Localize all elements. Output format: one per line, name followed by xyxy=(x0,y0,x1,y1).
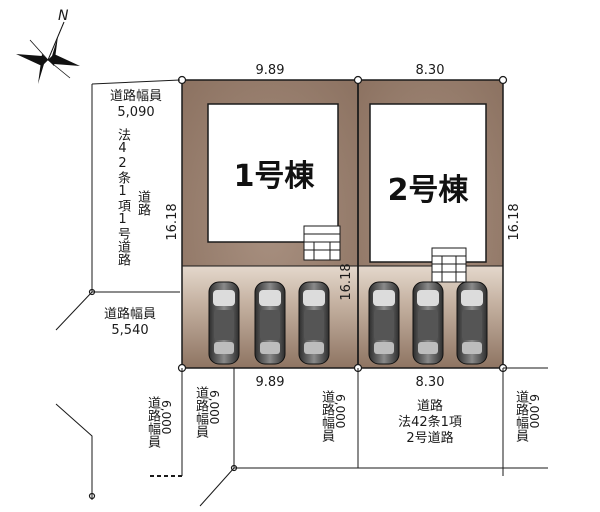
car-icon xyxy=(456,281,488,365)
south-road-type-line3: 2号道路 xyxy=(406,430,453,446)
south-width-3-value: 6,000 xyxy=(333,394,347,429)
compass-rose-icon xyxy=(16,21,80,84)
building-1-name: 1号棟 xyxy=(234,159,316,194)
lot-2-outline xyxy=(357,79,504,369)
car-icon xyxy=(368,281,400,365)
west-road-lines xyxy=(55,79,181,500)
west-width-value-bottom: 5,540 xyxy=(111,323,148,338)
north-label: N xyxy=(58,8,69,24)
south-width-1-value: 6,000 xyxy=(159,400,173,435)
west-road-type-b: 道路 xyxy=(135,190,150,216)
shared-depth: 16.18 xyxy=(339,263,354,300)
south-frontage-2: 8.30 xyxy=(416,375,445,390)
car-icon xyxy=(254,281,286,365)
entrance-steps-2 xyxy=(431,247,467,283)
building-2-name: 2号棟 xyxy=(388,173,470,208)
south-width-1-label: 道路幅員 xyxy=(145,396,160,448)
lot-1-depth: 16.18 xyxy=(165,203,180,240)
south-frontage-1: 9.89 xyxy=(256,375,285,390)
entrance-steps-1 xyxy=(303,225,341,261)
south-road-lines xyxy=(150,367,548,507)
corner-marker xyxy=(498,75,508,85)
west-width-label-bottom: 道路幅員 xyxy=(104,306,156,322)
lot-1-frontage-top: 9.89 xyxy=(256,63,285,78)
lot-2-frontage-top: 8.30 xyxy=(416,63,445,78)
corner-marker xyxy=(353,75,363,85)
south-width-4-label: 道路幅員 xyxy=(513,390,528,442)
car-icon xyxy=(298,281,330,365)
building-1 xyxy=(207,103,339,243)
lot-2-depth: 16.18 xyxy=(507,203,522,240)
building-2 xyxy=(369,103,487,263)
south-road-type-line2: 法42条1項 xyxy=(398,414,462,430)
car-icon xyxy=(412,281,444,365)
west-width-label-top: 道路幅員 xyxy=(110,88,162,104)
south-width-2-label: 道路幅員 xyxy=(193,386,208,438)
south-road-type: 道路 xyxy=(417,398,443,414)
car-icon xyxy=(208,281,240,365)
south-width-4-value: 6,000 xyxy=(527,394,541,429)
west-road-type-a: 法42条1項1号道路 xyxy=(115,128,130,266)
west-width-value-top: 5,090 xyxy=(117,105,154,120)
south-width-2-value: 6,000 xyxy=(207,390,221,425)
parked-cars xyxy=(208,281,488,365)
south-width-3-label: 道路幅員 xyxy=(319,390,334,442)
